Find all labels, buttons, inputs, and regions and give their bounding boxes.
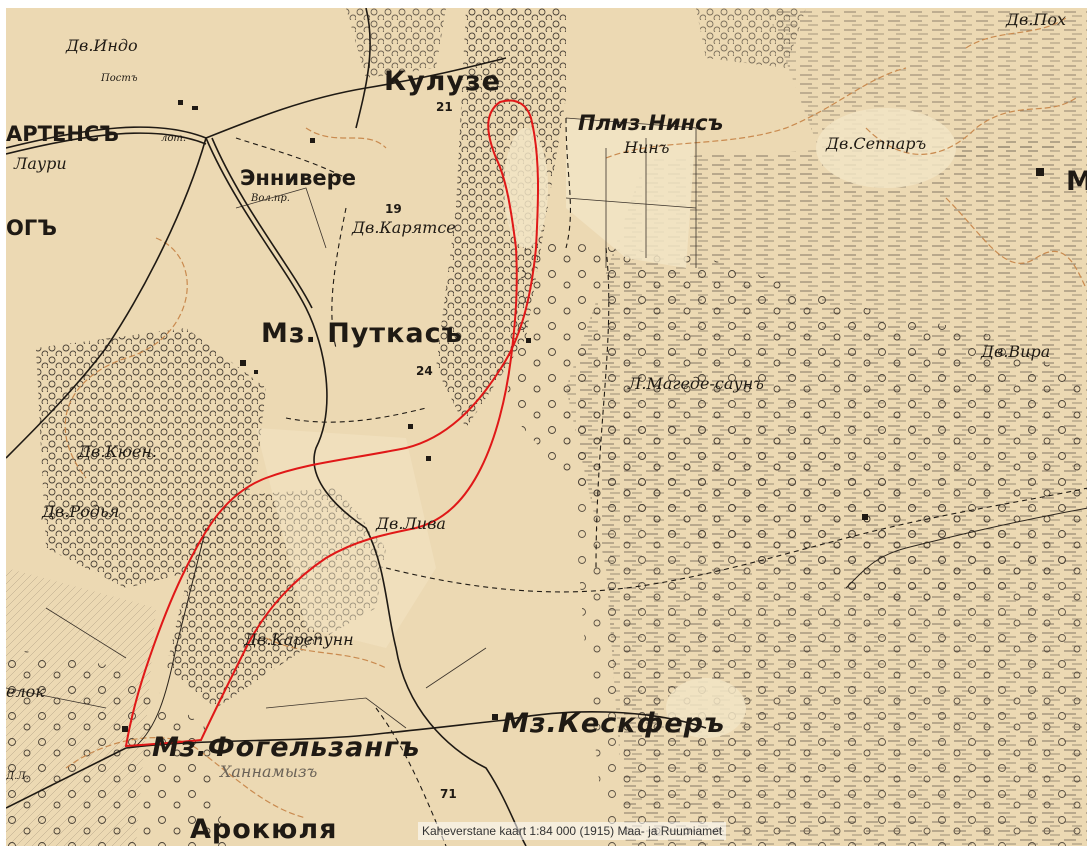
- label-enniveere: Энниверe: [240, 166, 356, 190]
- label-dv-poh: Дв.Пох: [1006, 10, 1067, 29]
- label-m-edge: М: [1066, 166, 1087, 197]
- label-elevation-71: 71: [440, 787, 457, 801]
- label-elevation-21: 21: [436, 100, 453, 114]
- label-arokyulya: Арокюля: [190, 814, 338, 845]
- label-mz-keskfer: Мз.Кескферъ: [502, 708, 726, 739]
- map-viewport[interactable]: Дв.Индо Постъ Кулузе 21 Плмз.Нинсъ Нинъ …: [6, 8, 1087, 846]
- roads: [6, 8, 707, 846]
- label-plmz-nins: Плмз.Нинсъ: [578, 111, 724, 135]
- label-elevation-24: 24: [416, 364, 433, 378]
- label-ogs: ОГЪ: [6, 216, 57, 240]
- highlighted-boundary: [124, 99, 540, 748]
- label-kuluze: Кулузе: [384, 66, 502, 97]
- label-dl: Д.Л.: [6, 771, 29, 782]
- label-lauri: Лаури: [14, 154, 67, 173]
- label-dv-seppaaru: Дв.Сеппаръ: [826, 134, 927, 153]
- label-lot: лот.: [161, 133, 187, 144]
- label-elevation-19: 19: [385, 202, 402, 216]
- label-dv-karyatse: Дв.Карятсе: [352, 218, 456, 237]
- label-hanamyz: Ханнамызъ: [220, 762, 318, 781]
- label-elok: елок: [6, 682, 45, 701]
- map-attribution: Kaheverstane kaart 1:84 000 (1915) Maa- …: [418, 822, 727, 840]
- label-dv-indo: Дв.Индо: [66, 36, 138, 55]
- label-mz-fogelzang: Мз.Фогельзангъ: [152, 732, 421, 763]
- label-post: Постъ: [101, 73, 138, 84]
- label-vol-pr: Вол.пр.: [251, 193, 290, 204]
- buildings: [122, 100, 1044, 732]
- label-ning: Нинъ: [624, 138, 670, 157]
- label-mz-putkas: Мз. Путкасъ: [261, 318, 463, 349]
- label-dv-liva: Дв.Лива: [376, 514, 446, 533]
- streams: [135, 507, 1087, 747]
- label-magede-saun: Л.Магеде-саунъ: [628, 374, 764, 393]
- contour-lines: [64, 17, 1087, 819]
- label-dv-vira: Дв.Вира: [981, 342, 1051, 361]
- label-dv-rodya: Дв.Родья: [42, 502, 120, 521]
- historical-map-canvas[interactable]: [6, 8, 1087, 846]
- label-dv-karepunn: Дв.Карепунн: [244, 630, 354, 649]
- label-dv-kuen: Дв.Кюен.: [78, 442, 157, 461]
- forest-areas: [6, 8, 1087, 846]
- label-artens: АРТЕНСЪ: [6, 122, 120, 146]
- field-boundaries: [6, 117, 697, 729]
- dashed-tracks: [235, 117, 1087, 846]
